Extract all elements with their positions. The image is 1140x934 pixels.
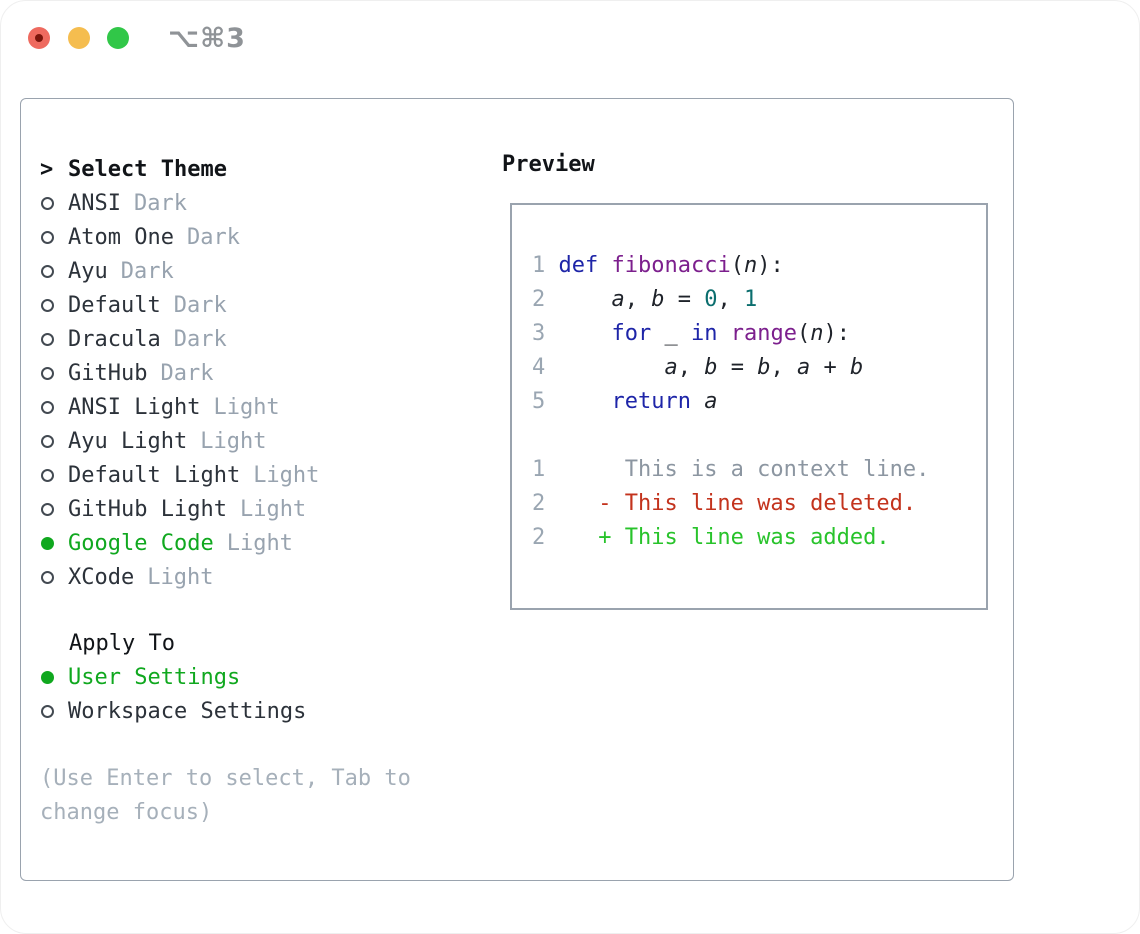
close-button[interactable] — [28, 27, 50, 49]
item-label: GitHub Light — [68, 496, 227, 522]
radio-icon — [41, 196, 54, 210]
help-line: change focus) — [40, 800, 213, 825]
radio-icon — [41, 704, 54, 718]
radio-icon — [41, 400, 54, 414]
theme-item-dracula[interactable]: Dracula Dark — [40, 322, 500, 356]
radio-icon — [41, 366, 54, 380]
item-variant-label: Light — [253, 462, 320, 488]
radio-icon — [41, 434, 54, 448]
preview-box: 1 def fibonacci(n): 2 a, b = 0, 1 3 for _ … — [510, 203, 988, 610]
radio-icon — [41, 570, 54, 584]
item-label: Workspace Settings — [68, 698, 307, 724]
code-line — [532, 419, 976, 453]
item-variant-label: Dark — [173, 326, 227, 352]
item-variant-label: Dark — [120, 258, 174, 284]
theme-list-header: > Select Theme — [40, 152, 500, 186]
theme-item-default[interactable]: Default Dark — [40, 288, 500, 322]
theme-item-default-light[interactable]: Default Light Light — [40, 458, 500, 492]
item-variant-label: Dark — [133, 190, 187, 216]
item-variant-label: Light — [147, 564, 214, 590]
item-label: XCode — [68, 564, 135, 590]
code-line: 2 + This line was added. — [532, 525, 890, 550]
code-line: 2 a, b = 0, 1 — [532, 287, 758, 312]
item-variant-label: Dark — [186, 224, 240, 250]
theme-item-github-light[interactable]: GitHub Light Light — [40, 492, 500, 526]
theme-item-ansi-light[interactable]: ANSI Light Light — [40, 390, 500, 424]
radio-icon — [41, 502, 54, 516]
item-variant-label: Light — [200, 428, 267, 454]
code-line: 1 This is a context line. — [532, 457, 930, 482]
theme-item-ansi[interactable]: ANSI Dark — [40, 186, 500, 220]
apply-option-user-settings[interactable]: User Settings — [40, 660, 500, 694]
theme-item-xcode[interactable]: XCode Light — [40, 560, 500, 594]
item-label: User Settings — [68, 664, 241, 690]
code-line: 4 a, b = b, a + b — [532, 355, 864, 380]
item-label: Ayu Light — [68, 428, 188, 454]
item-variant-label: Light — [213, 394, 280, 420]
code-line: 1 def fibonacci(n): — [532, 253, 784, 278]
preview-code: 1 def fibonacci(n): 2 a, b = 0, 1 3 for _ … — [512, 205, 986, 555]
apply-to-title: Apply To — [69, 630, 175, 656]
item-label: Default Light — [68, 462, 241, 488]
radio-icon — [41, 230, 54, 244]
item-variant-label: Light — [239, 496, 307, 522]
theme-list-title: Select Theme — [68, 156, 227, 182]
preview-title: Preview — [502, 152, 595, 177]
item-label: Dracula — [68, 326, 161, 352]
apply-option-workspace-settings[interactable]: Workspace Settings — [40, 694, 500, 728]
code-line: 3 for _ in range(n): — [532, 321, 850, 346]
radio-icon — [41, 468, 54, 482]
radio-icon — [41, 264, 54, 278]
item-variant-label: Dark — [173, 292, 227, 318]
item-label: Google Code — [68, 530, 214, 556]
help-text: (Use Enter to select, Tab to change focus… — [40, 762, 500, 830]
theme-item-ayu-light[interactable]: Ayu Light Light — [40, 424, 500, 458]
minimize-button[interactable] — [68, 27, 90, 49]
unsaved-indicator-icon — [35, 34, 43, 42]
prompt-icon: > — [40, 156, 54, 182]
item-variant-label: Light — [226, 530, 293, 556]
theme-item-atom-one[interactable]: Atom One Dark — [40, 220, 500, 254]
item-label: ANSI Light — [68, 394, 201, 420]
item-label: GitHub — [68, 360, 148, 386]
titlebar: ⌥⌘3 — [1, 1, 1139, 98]
zoom-button[interactable] — [107, 27, 129, 49]
code-line: 2 - This line was deleted. — [532, 491, 917, 516]
item-label: ANSI — [68, 190, 121, 216]
theme-item-github[interactable]: GitHub Dark — [40, 356, 500, 390]
radio-icon — [41, 332, 54, 346]
theme-item-google-code[interactable]: Google Code Light — [40, 526, 500, 560]
keyboard-shortcut-label: ⌥⌘3 — [168, 23, 246, 54]
item-label: Atom One — [68, 224, 174, 250]
radio-selected-icon — [41, 536, 54, 550]
item-label: Default — [68, 292, 161, 318]
theme-item-ayu[interactable]: Ayu Dark — [40, 254, 500, 288]
radio-icon — [41, 298, 54, 312]
item-variant-label: Dark — [160, 360, 214, 386]
help-line: (Use Enter to select, Tab to — [40, 766, 411, 791]
radio-selected-icon — [41, 670, 54, 684]
code-line: 5 return a — [532, 389, 718, 414]
item-label: Ayu — [68, 258, 108, 284]
apply-to-header: Apply To — [40, 626, 500, 660]
